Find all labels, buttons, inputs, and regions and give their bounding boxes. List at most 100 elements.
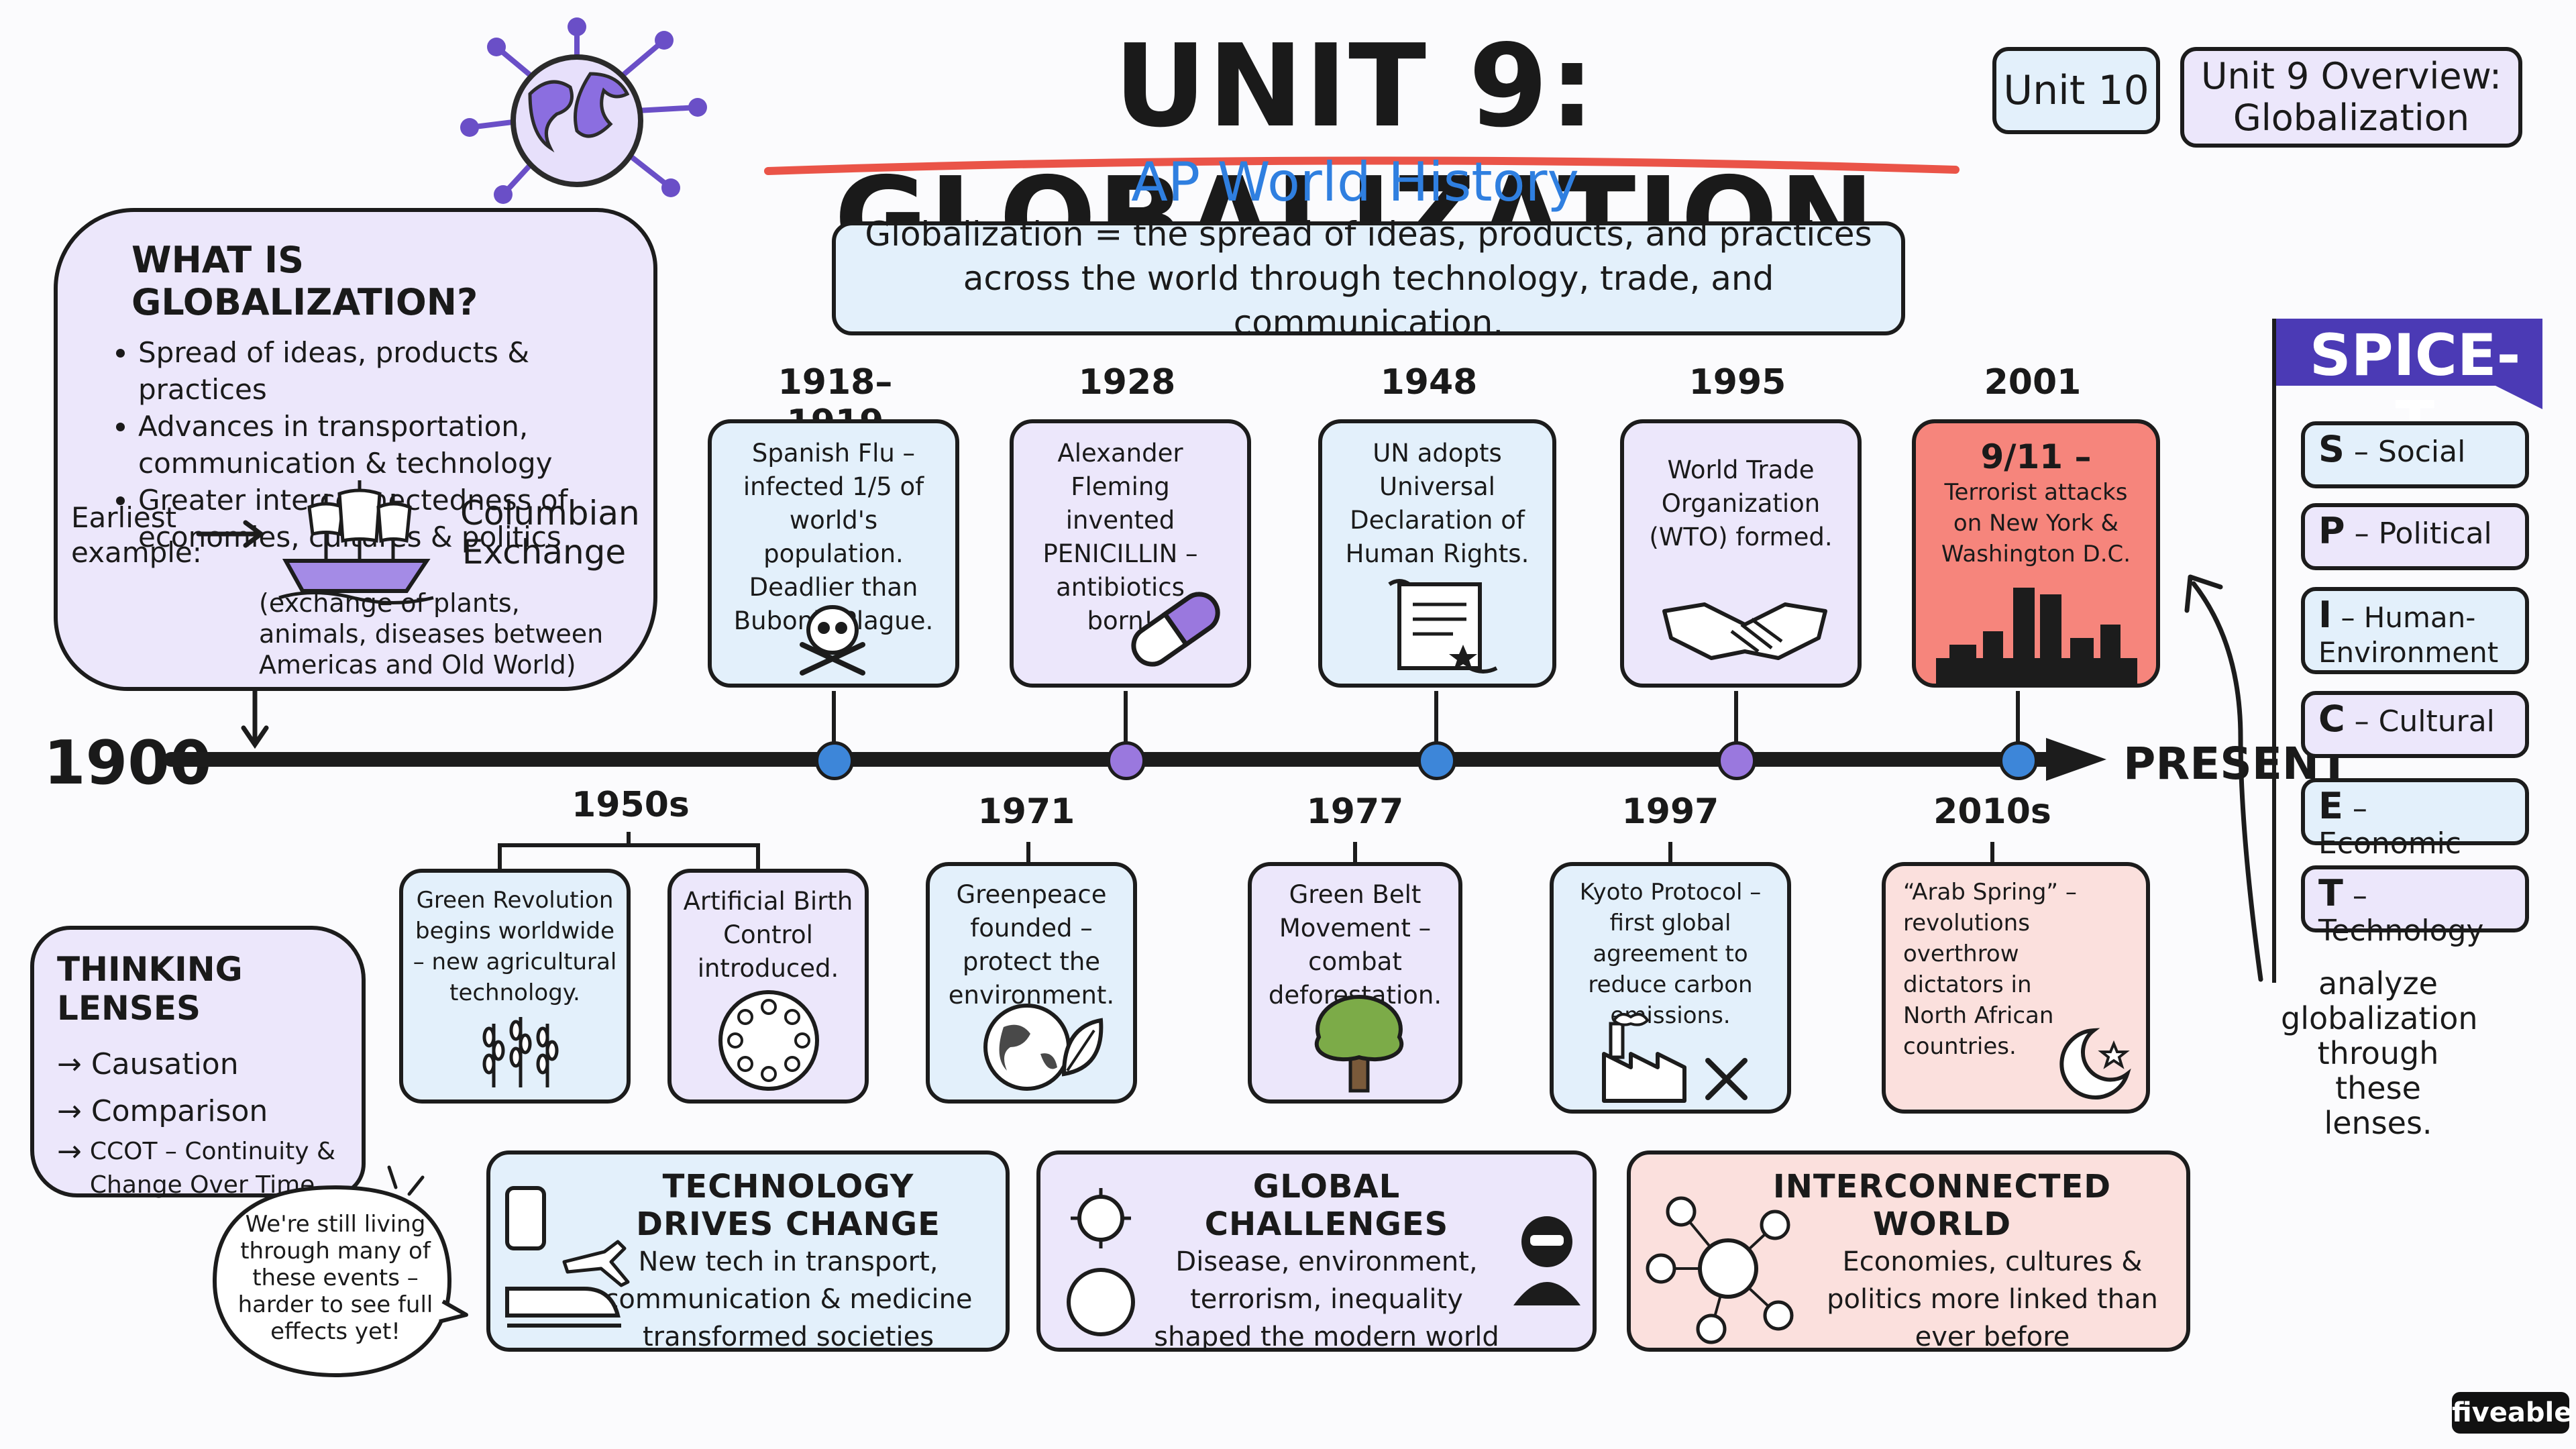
event-text: Terrorist attacks on New York & Washingt…: [1941, 479, 2131, 568]
theme-title: GLOBAL CHALLENGES: [1204, 1168, 1449, 1243]
columbian-exchange-label: Columbian Exchange: [460, 494, 640, 572]
spice-letter: P: [2318, 510, 2345, 552]
brand-text: fiveable: [2452, 1397, 2573, 1428]
speech-text: We're still living through many of these…: [237, 1211, 433, 1345]
spice-label: – Political: [2354, 517, 2492, 551]
ship-icon: [278, 480, 434, 604]
skull-icon: [800, 605, 865, 676]
spice-label: – Social: [2353, 435, 2466, 469]
theme-title: INTERCONNECTED WORLD: [1772, 1168, 2112, 1243]
event-year: 1971: [977, 792, 1075, 832]
earliest-example-label: Earliest example:: [71, 501, 202, 569]
event-card-kyoto: Kyoto Protocol – first global agreement …: [1550, 862, 1791, 1114]
unit10-label: Unit 10: [2003, 67, 2149, 114]
event-year: 2010s: [1933, 792, 2051, 832]
event-year: 1928: [1078, 362, 1176, 402]
theme-text: Disease, environment, terrorism, inequal…: [1154, 1246, 1499, 1352]
event-card-greenpeace: Greenpeace founded – protect the environ…: [926, 862, 1137, 1104]
spice-note: analyze globalization through these lens…: [2281, 965, 2478, 1141]
theme-text: New tech in transport, communication & m…: [604, 1246, 973, 1352]
page-subtitle: AP World History: [1131, 151, 1579, 213]
spice-letter: S: [2318, 428, 2345, 470]
event-card-green-revolution: Green Revolution begins worldwide – new …: [399, 869, 631, 1104]
event-year: 1948: [1380, 362, 1478, 402]
lens-item: → Causation: [57, 1047, 239, 1081]
spice-label: – Cultural: [2354, 704, 2495, 739]
event-text: Kyoto Protocol – first global agreement …: [1579, 879, 1762, 1029]
event-card-911: 9/11 – Terrorist attacks on New York & W…: [1912, 419, 2160, 688]
timeline-dot: [1107, 741, 1146, 780]
unit9-overview-button[interactable]: Unit 9 Overview: Globalization: [2180, 47, 2522, 148]
arrow-down-icon: [241, 688, 269, 749]
factory-icon: [1602, 1013, 1748, 1103]
spice-label: – Human-Environment: [2318, 601, 2499, 669]
timeline-dot: [1999, 741, 2038, 780]
skyline-icon: [1936, 588, 2137, 685]
spice-label: – Technology: [2318, 879, 2484, 948]
masked-figure-icon: [1513, 1216, 1580, 1305]
pill-pack-icon: [718, 990, 819, 1091]
spice-item-political: P – Political: [2301, 503, 2529, 570]
event-card-spanish-flu: Spanish Flu – infected 1/5 of world's po…: [708, 419, 959, 688]
event-card-penicillin: Alexander Fleming invented PENICILLIN – …: [1010, 419, 1251, 688]
event-text: Artificial Birth Control introduced.: [683, 887, 853, 983]
event-card-arab-spring: “Arab Spring” – revolutions overthrow di…: [1882, 862, 2150, 1114]
event-text: “Arab Spring” – revolutions overthrow di…: [1903, 879, 2077, 1060]
theme-technology: TECHNOLOGY DRIVES CHANGE New tech in tra…: [486, 1150, 1010, 1352]
lens-item: → Comparison: [57, 1094, 268, 1128]
spice-label: – Economic: [2318, 792, 2461, 861]
event-year: 1997: [1621, 792, 1719, 832]
bullet-item: Spread of ideas, products & practices: [138, 334, 627, 408]
arrow-right-icon: [196, 520, 265, 548]
event-text: Green Revolution begins worldwide – new …: [413, 887, 617, 1006]
spice-banner: [2272, 319, 2542, 983]
globe-network-icon: [460, 17, 707, 204]
what-is-globalization-cloud: WHAT IS GLOBALIZATION? Spread of ideas, …: [54, 208, 657, 691]
theme-text: Economies, cultures & politics more link…: [1827, 1246, 2158, 1352]
spice-item-technology: T – Technology: [2301, 865, 2529, 948]
handshake-icon: [1662, 602, 1827, 660]
columbian-exchange-note: (exchange of plants, animals, diseases b…: [259, 588, 604, 680]
spice-letter: C: [2318, 698, 2345, 740]
phone-train-plane-icon: [505, 1186, 630, 1328]
theme-interconnected: INTERCONNECTED WORLD Economies, cultures…: [1627, 1150, 2190, 1352]
spice-item-cultural: C – Cultural: [2301, 691, 2529, 758]
virus-earth-icon: [1067, 1188, 1135, 1336]
network-icon: [1646, 1196, 1794, 1344]
group-year: 1950s: [572, 785, 690, 825]
event-text: Green Belt Movement – combat deforestati…: [1269, 880, 1442, 1010]
curved-arrow-icon: [2184, 574, 2263, 982]
event-text: UN adopts Universal Declaration of Human…: [1345, 439, 1529, 568]
scroll-icon: [1388, 579, 1498, 674]
theme-global-challenges: GLOBAL CHALLENGES Disease, environment, …: [1036, 1150, 1597, 1352]
unit9-overview-label: Unit 9 Overview: Globalization: [2200, 55, 2502, 139]
wheat-icon: [482, 1017, 559, 1087]
crescent-star-icon: [2059, 1028, 2131, 1099]
unit10-button[interactable]: Unit 10: [1992, 47, 2160, 134]
spice-letter: E: [2318, 785, 2343, 827]
event-headline: 9/11 –: [1980, 437, 2092, 476]
event-text: World Trade Organization (WTO) formed.: [1649, 455, 1833, 551]
spice-item-human-environment: I – Human-Environment: [2301, 587, 2529, 674]
timeline-dot: [1417, 741, 1456, 780]
event-text: Greenpeace founded – protect the environ…: [948, 880, 1115, 1010]
thinking-lenses-box: THINKING LENSES → Causation → Comparison…: [30, 926, 366, 1199]
earth-leaf-icon: [983, 1004, 1104, 1091]
event-card-birth-control: Artificial Birth Control introduced.: [667, 869, 869, 1104]
event-card-wto: World Trade Organization (WTO) formed.: [1620, 419, 1862, 688]
bullet-item: Advances in transportation, communicatio…: [138, 408, 627, 482]
timeline-dot: [815, 741, 854, 780]
lenses-title: THINKING LENSES: [57, 950, 243, 1028]
fiveable-logo[interactable]: fiveable: [2452, 1392, 2573, 1434]
spice-letter: I: [2318, 594, 2332, 636]
theme-title: TECHNOLOGY DRIVES CHANGE: [636, 1168, 941, 1243]
event-year: 1977: [1306, 792, 1404, 832]
title-underline: [764, 156, 1960, 175]
event-card-green-belt: Green Belt Movement – combat deforestati…: [1248, 862, 1462, 1104]
tree-icon: [1314, 994, 1404, 1093]
timeline-dot: [1717, 741, 1756, 780]
spice-item-social: S – Social: [2301, 421, 2529, 488]
what-is-title: WHAT IS GLOBALIZATION?: [131, 239, 478, 323]
spice-item-economic: E – Economic: [2301, 778, 2529, 861]
definition-text: Globalization = the spread of ideas, pro…: [865, 215, 1872, 342]
